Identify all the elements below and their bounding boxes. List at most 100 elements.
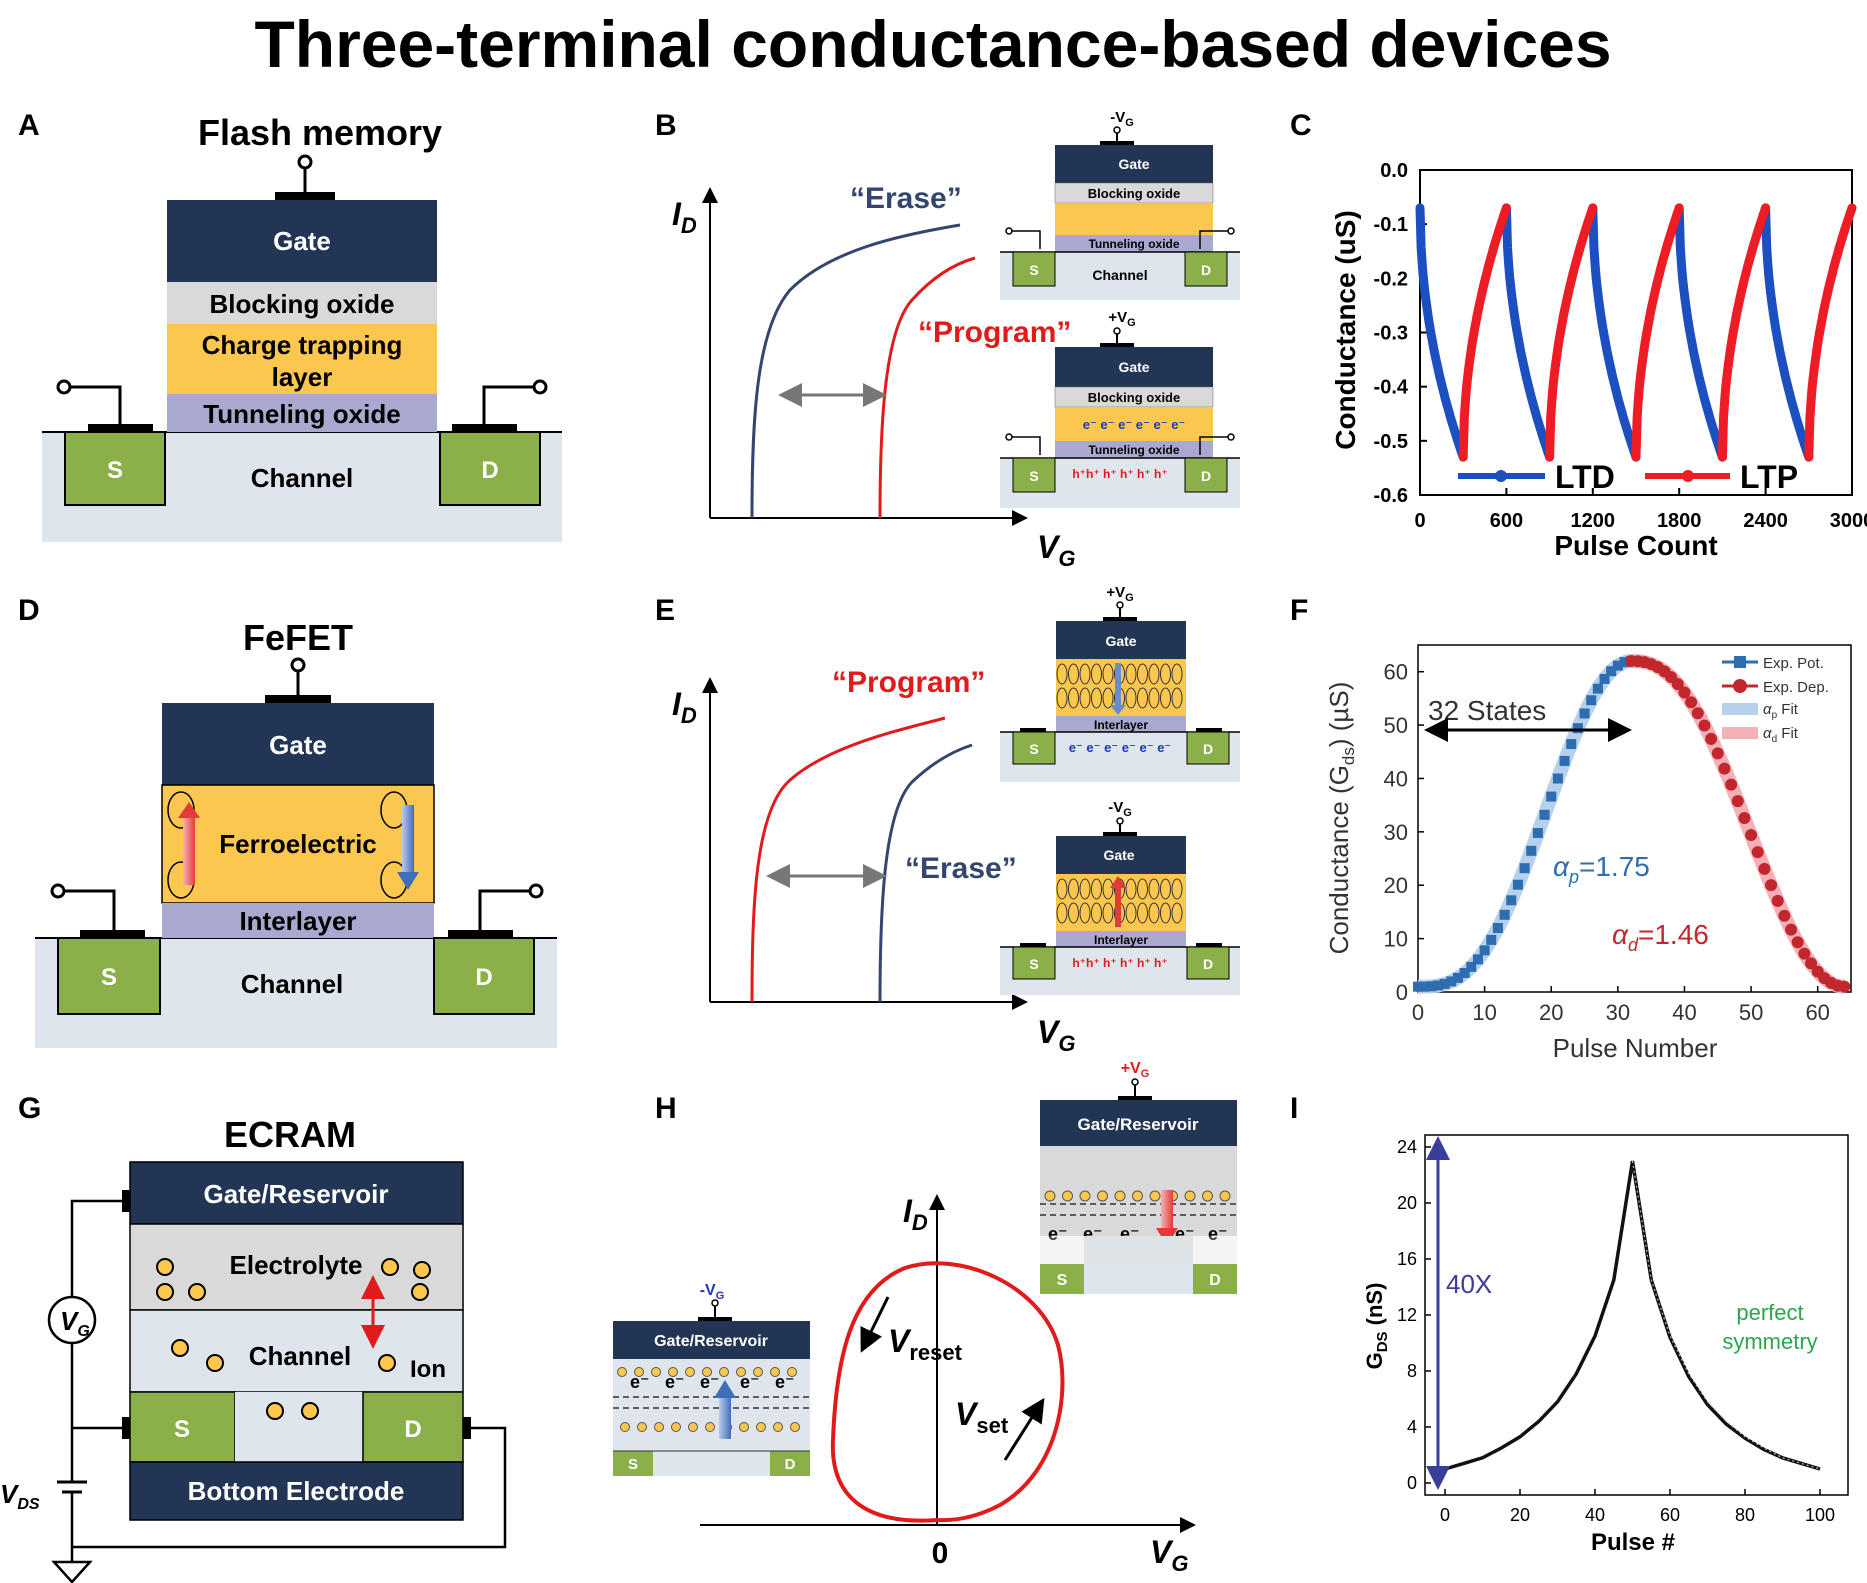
ferro-domain xyxy=(1125,878,1137,900)
ferro-domain xyxy=(1079,663,1091,685)
svg-text:e⁻ e⁻ e⁻ e⁻ e⁻ e⁻: e⁻ e⁻ e⁻ e⁻ e⁻ e⁻ xyxy=(1083,417,1186,432)
f-pot-point xyxy=(1506,895,1517,906)
h-left-electron: e⁻ xyxy=(665,1372,685,1392)
h-left-ion-bottom xyxy=(739,1422,749,1432)
f-pot-point xyxy=(1606,666,1617,677)
f-pot-point xyxy=(1472,954,1483,965)
c-ltd-segment xyxy=(1501,203,1555,462)
f-dep-point xyxy=(1758,862,1771,875)
svg-text:perfect: perfect xyxy=(1736,1300,1803,1325)
c-ltp-segment xyxy=(1545,203,1598,462)
ion-dot xyxy=(413,1261,431,1279)
h-left-electron: e⁻ xyxy=(775,1372,795,1392)
c-y-tick-label: -0.5 xyxy=(1374,431,1408,453)
c-legend-ltd: LTD xyxy=(1555,459,1615,495)
svg-text:Gate: Gate xyxy=(1118,359,1149,375)
svg-text:D: D xyxy=(1201,468,1211,484)
figure-title: Three-terminal conductance-based devices xyxy=(254,7,1611,81)
f-dep-point xyxy=(1745,829,1758,842)
c-x-tick-label: 1800 xyxy=(1657,510,1702,532)
ferro-domain xyxy=(1148,902,1160,924)
fefet-interlayer-label: Interlayer xyxy=(239,906,356,936)
c-y-tick-label: 0.0 xyxy=(1380,160,1408,182)
flash-tunnel-label: Tunneling oxide xyxy=(203,399,400,429)
fefet-gate-layer xyxy=(162,703,434,785)
h-left-ion-top xyxy=(617,1367,627,1377)
svg-text:Blocking oxide: Blocking oxide xyxy=(1088,186,1180,201)
h-reset-arrow xyxy=(860,1296,890,1353)
f-dep-point xyxy=(1705,732,1718,745)
f-dep-point xyxy=(1698,719,1711,732)
f-pot-point xyxy=(1479,945,1490,956)
svg-text:ID: ID xyxy=(903,1193,928,1235)
i-x-tick-label: 40 xyxy=(1585,1505,1605,1525)
svg-text:Gate: Gate xyxy=(1118,156,1149,172)
svg-text:S: S xyxy=(1029,468,1038,484)
f-pot-point xyxy=(1612,660,1623,671)
h-right-ion xyxy=(1062,1190,1073,1202)
ferro-domain xyxy=(1056,663,1068,685)
h-right-ion xyxy=(1149,1190,1161,1202)
c-ltp-segment xyxy=(1717,203,1771,462)
svg-text:D: D xyxy=(1203,741,1213,757)
svg-text:0: 0 xyxy=(932,1537,949,1570)
f-pot-point xyxy=(1432,980,1443,991)
flash-drain-label: D xyxy=(481,457,498,484)
f-dep-point xyxy=(1738,812,1751,825)
ferro-domain xyxy=(1148,663,1160,685)
ferro-domain xyxy=(1148,687,1160,709)
i-ratio-label: 40X xyxy=(1446,1269,1492,1299)
ferro-domain xyxy=(1079,878,1091,900)
b-inset-erase: -VG Gate Blocking oxide Tunneling oxide … xyxy=(1000,109,1240,300)
h-right-ion xyxy=(1114,1190,1126,1202)
ferro-domain xyxy=(1125,902,1137,924)
f-dep-point xyxy=(1765,879,1778,892)
h-left-electron: e⁻ xyxy=(630,1372,650,1392)
f-x-tick-label: 20 xyxy=(1539,1000,1563,1025)
c-x-tick-label: 3000 xyxy=(1830,510,1867,532)
f-dep-point xyxy=(1731,795,1744,808)
f-dep-point xyxy=(1791,936,1804,949)
ferro-domain xyxy=(1056,902,1068,924)
h-right-electron: e⁻ xyxy=(1048,1224,1068,1244)
panel-letter-f: F xyxy=(1290,594,1308,627)
f-pot-point xyxy=(1419,981,1430,992)
b-inset-program: +VG Gate Blocking oxide e⁻ e⁻ e⁻ e⁻ e⁻ e… xyxy=(1000,309,1240,508)
h-right-ion xyxy=(1219,1190,1231,1202)
ferro-domain xyxy=(1125,663,1137,685)
svg-text:Exp. Dep.: Exp. Dep. xyxy=(1763,679,1829,696)
ion-dot xyxy=(188,1283,206,1301)
i-x-tick-label: 0 xyxy=(1440,1505,1450,1525)
f-pot-point xyxy=(1566,739,1577,750)
i-x-tick-label: 80 xyxy=(1735,1505,1755,1525)
flash-trap-label-2: layer xyxy=(272,362,333,392)
e-erase-curve xyxy=(878,743,973,1003)
c-y-tick-label: -0.3 xyxy=(1374,323,1408,345)
svg-text:VG: VG xyxy=(60,1306,90,1340)
ferro-domain xyxy=(1125,687,1137,709)
flash-title: Flash memory xyxy=(198,112,442,153)
h-set-arrow xyxy=(1003,1397,1045,1461)
panel-letter-h: H xyxy=(655,1092,677,1125)
ferro-domain xyxy=(1160,687,1171,709)
c-x-tick-label: 600 xyxy=(1490,510,1523,532)
f-dep-point xyxy=(1685,696,1698,709)
c-legend-ltp: LTP xyxy=(1740,459,1798,495)
ferro-domain xyxy=(1160,902,1171,924)
panel-e: E ID VG “Program” “Erase” +VG Gate Inter… xyxy=(655,584,1240,1056)
f-pot-point xyxy=(1439,978,1450,989)
h-right-electron: e⁻ xyxy=(1208,1224,1228,1244)
ecram-gate xyxy=(129,1161,464,1225)
svg-text:VG: VG xyxy=(1037,1014,1075,1056)
h-left-ion-top xyxy=(634,1367,644,1377)
i-y-tick-label: 24 xyxy=(1397,1137,1417,1157)
svg-text:Tunneling oxide: Tunneling oxide xyxy=(1088,443,1179,457)
svg-text:VDS: VDS xyxy=(0,1479,40,1513)
svg-text:“Program”: “Program” xyxy=(832,666,985,699)
i-x-tick-label: 100 xyxy=(1805,1505,1835,1525)
panel-g: G ECRAM Gate/Reservoir Electrolyte Chann… xyxy=(0,1092,507,1583)
ferro-domain xyxy=(1137,878,1148,900)
flash-source-label: S xyxy=(107,457,123,484)
i-curve xyxy=(1444,1160,1821,1471)
